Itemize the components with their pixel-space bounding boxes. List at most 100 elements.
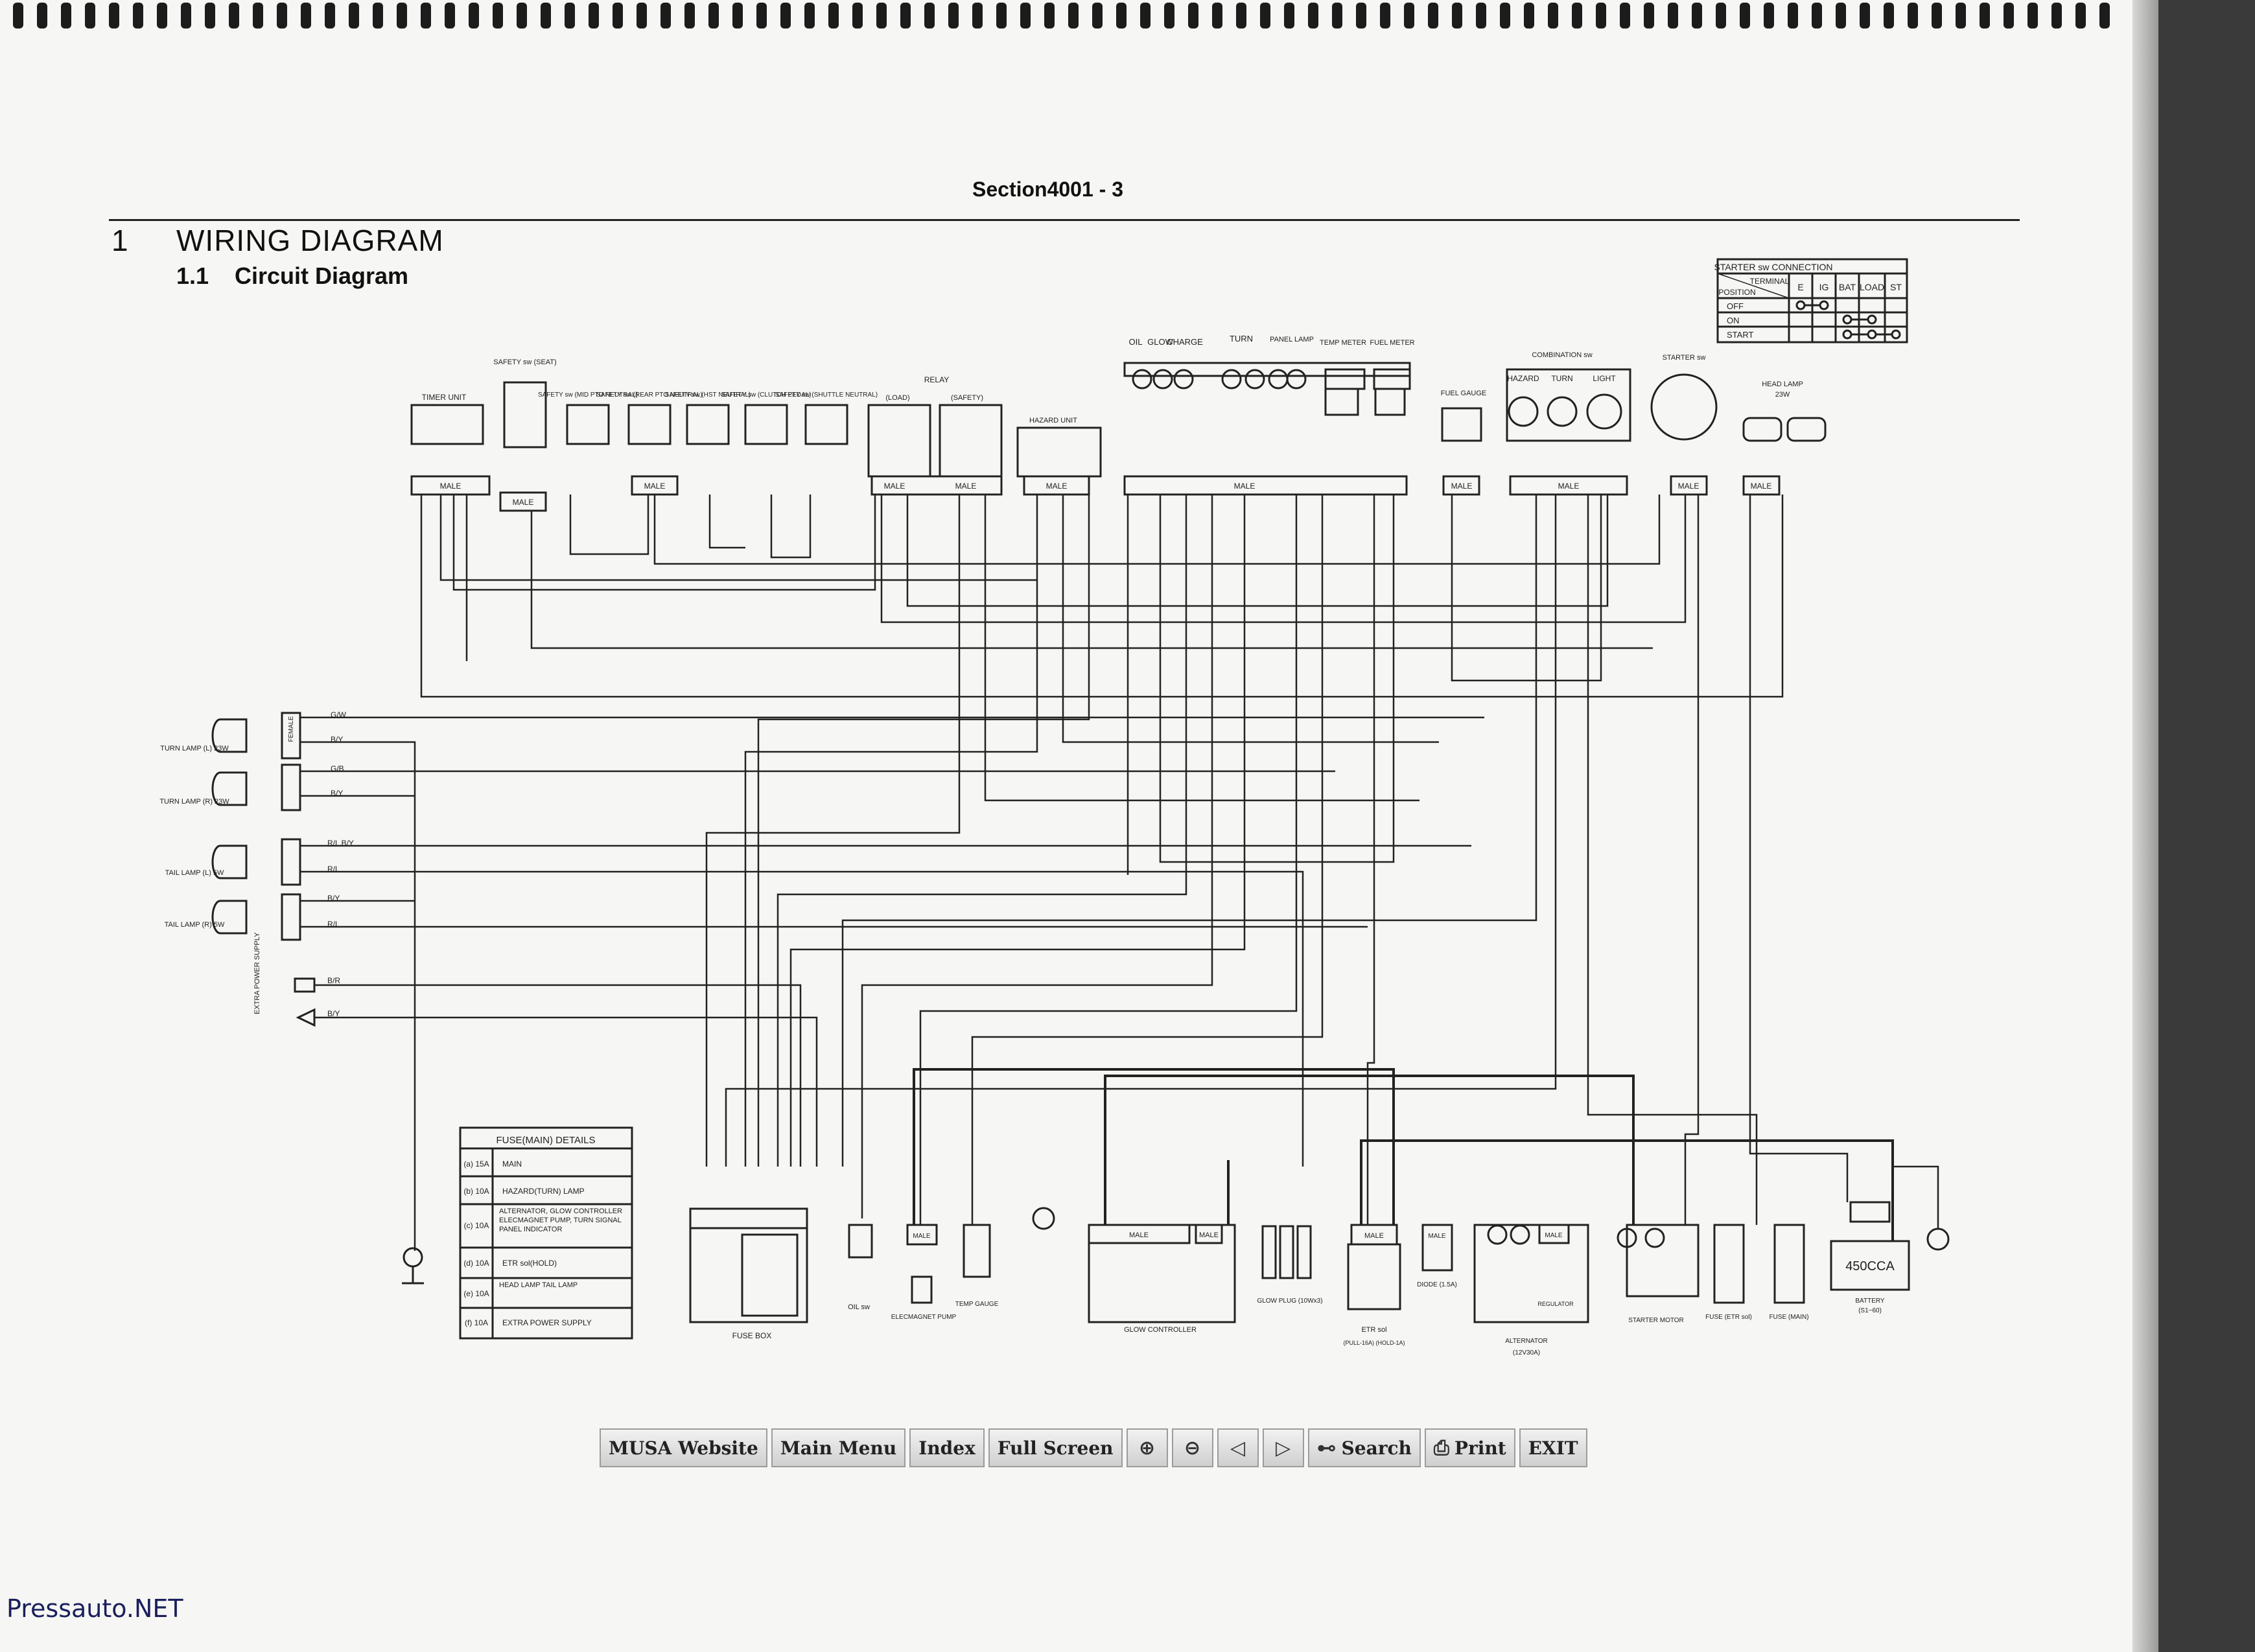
timer-unit: TIMER UNIT MALE [410, 393, 491, 496]
main-menu-button[interactable]: Main Menu [771, 1428, 906, 1467]
svg-text:ALTERNATOR: ALTERNATOR [1505, 1338, 1548, 1345]
zoom-in-button[interactable]: ⊕ [1126, 1428, 1168, 1467]
binding-ring [1572, 3, 1582, 29]
svg-text:TAIL LAMP (L) 5W: TAIL LAMP (L) 5W [165, 869, 224, 877]
svg-text:LIGHT: LIGHT [1593, 374, 1616, 383]
binding-ring [1788, 3, 1798, 29]
binding-ring [1140, 3, 1151, 29]
binding-ring [1716, 3, 1726, 29]
ground-symbol [1032, 1207, 1055, 1230]
binding-ring [229, 3, 239, 29]
svg-text:MALE: MALE [1545, 1232, 1563, 1239]
fuse-main: FUSE (MAIN) [1769, 1224, 1809, 1321]
binding-ring [1620, 3, 1630, 29]
binding-ring [2099, 3, 2110, 29]
instrument-panel: OIL GLOW CHARGE TURN PANEL LAMP TEMP MET… [1123, 334, 1415, 496]
svg-text:SAFETY sw (MID PTO NEUTRAL): SAFETY sw (MID PTO NEUTRAL) [538, 391, 638, 399]
svg-text:MALE: MALE [513, 498, 534, 507]
starter-row-on: ON [1727, 316, 1740, 325]
binding-ring [1332, 3, 1342, 29]
binding-ring [133, 3, 143, 29]
next-page-button[interactable]: ▷ [1262, 1428, 1304, 1467]
svg-text:MAIN: MAIN [502, 1159, 522, 1169]
printer-icon: ⎙ [1433, 1436, 1449, 1460]
prev-page-button[interactable]: ◁ [1217, 1428, 1259, 1467]
binding-ring [900, 3, 911, 29]
svg-text:(SAFETY): (SAFETY) [951, 394, 983, 402]
svg-text:FUSE (ETR sol): FUSE (ETR sol) [1705, 1314, 1752, 1321]
exit-button[interactable]: EXIT [1519, 1428, 1587, 1467]
svg-text:(e) 10A: (e) 10A [463, 1289, 489, 1298]
svg-text:HAZARD: HAZARD [1507, 374, 1539, 383]
binding-ring [13, 3, 23, 29]
binding-ring [541, 3, 551, 29]
binding-ring [852, 3, 863, 29]
fuse-box: FUSE BOX [689, 1207, 808, 1340]
binding-ring [1404, 3, 1414, 29]
svg-text:FEMALE: FEMALE [288, 716, 295, 742]
svg-text:MALE: MALE [1678, 482, 1700, 491]
musa-website-button[interactable]: MUSA Website [600, 1428, 767, 1467]
print-button[interactable]: ⎙Print [1424, 1428, 1515, 1467]
svg-text:B/R: B/R [327, 976, 340, 985]
prev-page-icon: ◁ [1230, 1436, 1246, 1460]
binding-ring [708, 3, 719, 29]
binding-ring [732, 3, 743, 29]
alternator: MALE REGULATOR ALTERNATOR (12V30A) [1473, 1224, 1589, 1356]
svg-text:OIL: OIL [1129, 337, 1143, 347]
svg-text:MALE: MALE [955, 482, 977, 491]
binding-ring [660, 3, 671, 29]
binding-ring [1956, 3, 1966, 29]
binding-ring [1188, 3, 1198, 29]
head-lamp: HEAD LAMP 23W MALE [1742, 380, 1827, 496]
binding-ring [1116, 3, 1127, 29]
svg-text:MALE: MALE [1234, 482, 1256, 491]
svg-text:FUEL METER: FUEL METER [1370, 339, 1414, 347]
binding-ring [1884, 3, 1894, 29]
full-screen-button[interactable]: Full Screen [988, 1428, 1123, 1467]
print-label: Print [1454, 1437, 1506, 1459]
wiring-harness [300, 494, 1939, 1251]
temp-gauge: TEMP GAUGE [955, 1224, 999, 1308]
binding-ring [1476, 3, 1486, 29]
svg-text:STARTER MOTOR: STARTER MOTOR [1628, 1317, 1684, 1324]
svg-text:(LOAD): (LOAD) [885, 394, 909, 402]
svg-text:ETR sol: ETR sol [1361, 1326, 1386, 1334]
svg-text:(S1~60): (S1~60) [1858, 1307, 1882, 1314]
battery: 450CCA BATTERY (S1~60) [1830, 1201, 1950, 1314]
svg-text:GLOW CONTROLLER: GLOW CONTROLLER [1124, 1326, 1197, 1334]
fuel-gauge: FUEL GAUGE MALE [1441, 390, 1486, 496]
svg-text:TIMER UNIT: TIMER UNIT [422, 393, 467, 402]
binding-ring [277, 3, 287, 29]
elecmagnet-pump: MALE ELECMAGNET PUMP [891, 1224, 957, 1321]
binding-ring [1524, 3, 1534, 29]
svg-text:(12V30A): (12V30A) [1513, 1349, 1540, 1356]
safety-switch-group: SAFETY sw (MID PTO NEUTRAL) SAFETY sw (R… [538, 391, 878, 496]
binding-ring [1020, 3, 1031, 29]
binding-ring [517, 3, 527, 29]
svg-text:(PULL-16A) (HOLD-1A): (PULL-16A) (HOLD-1A) [1343, 1340, 1405, 1346]
starter-motor: STARTER MOTOR [1617, 1224, 1700, 1324]
fuse-main-details: FUSE(MAIN) DETAILS (a) 15A MAIN (b) 10A … [459, 1126, 633, 1340]
index-button[interactable]: Index [909, 1428, 985, 1467]
binding-ring [1764, 3, 1774, 29]
svg-text:ELECMAGNET PUMP: ELECMAGNET PUMP [891, 1314, 957, 1321]
svg-text:SAFETY sw (SHUTTLE NEUTRAL): SAFETY sw (SHUTTLE NEUTRAL) [775, 391, 878, 399]
svg-text:DIODE (1.5A): DIODE (1.5A) [1417, 1281, 1457, 1288]
binding-ring [2027, 3, 2038, 29]
binding-ring [445, 3, 455, 29]
glow-plug: GLOW PLUG (10Wx3) [1257, 1225, 1323, 1305]
svg-text:TEMP GAUGE: TEMP GAUGE [955, 1301, 999, 1308]
svg-text:MALE: MALE [1558, 482, 1580, 491]
binding-ring [1836, 3, 1846, 29]
heading-title: WIRING DIAGRAM [176, 224, 444, 257]
search-button[interactable]: ⊷Search [1307, 1428, 1421, 1467]
svg-text:OIL sw: OIL sw [848, 1303, 870, 1311]
binding-ring [1812, 3, 1822, 29]
svg-text:BATTERY: BATTERY [1855, 1297, 1885, 1305]
binding-ring [181, 3, 191, 29]
binding-ring [493, 3, 503, 29]
zoom-out-button[interactable]: ⊖ [1171, 1428, 1213, 1467]
starter-row-off: OFF [1727, 301, 1744, 311]
svg-text:SAFETY sw (SEAT): SAFETY sw (SEAT) [493, 358, 556, 366]
